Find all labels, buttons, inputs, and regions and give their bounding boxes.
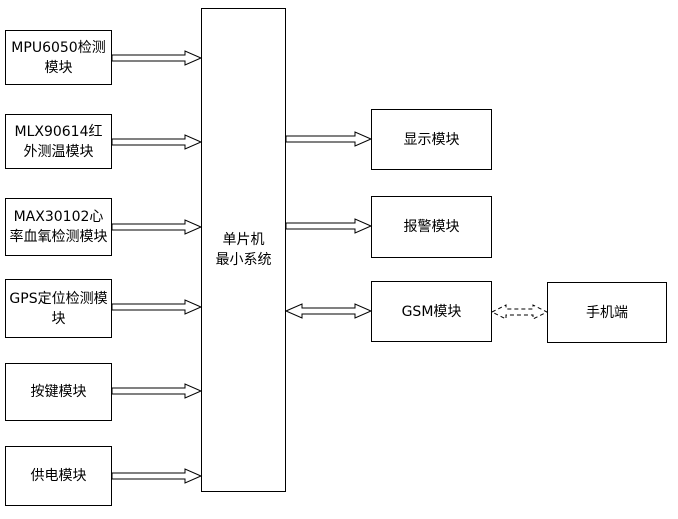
power-module-box: 供电模块: [5, 446, 112, 506]
gps-module-label: GPS定位检测模块: [9, 290, 108, 327]
mcu-minimum-system-label: 单片机 最小系统: [215, 232, 272, 268]
max30102-to-mcu-arrow: [111, 219, 203, 235]
phone-box: 手机端: [547, 282, 667, 343]
display-module-box: 显示模块: [371, 109, 492, 170]
gsm-phone-dashed-arrow: [490, 304, 549, 320]
gsm-module-box: GSM模块: [371, 281, 492, 342]
alarm-module-box: 报警模块: [371, 196, 492, 258]
mlx90614-module-label: MLX90614红外测温模块: [14, 123, 103, 160]
gps-to-mcu-arrow: [111, 299, 203, 315]
phone-label: 手机端: [586, 304, 628, 321]
mpu6050-to-mcu-arrow: [111, 50, 203, 66]
power-module-label: 供电模块: [30, 468, 87, 484]
mpu6050-module-label: MPU6050检测模块: [11, 39, 106, 76]
mlx90614-module-box: MLX90614红外测温模块: [5, 114, 112, 169]
max30102-module-box: MAX30102心率血氧检测模块: [5, 198, 112, 256]
mlx90614-to-mcu-arrow: [111, 134, 203, 150]
gsm-module-label: GSM模块: [401, 303, 462, 320]
mcu-to-display-arrow: [285, 131, 373, 147]
mpu6050-module-box: MPU6050检测模块: [5, 30, 112, 85]
power-to-mcu-arrow: [111, 468, 203, 484]
max30102-module-label: MAX30102心率血氧检测模块: [9, 209, 108, 245]
key-to-mcu-arrow: [111, 383, 203, 399]
key-module-label: 按键模块: [30, 384, 87, 400]
gps-module-box: GPS定位检测模块: [5, 279, 112, 338]
display-module-label: 显示模块: [403, 131, 460, 148]
mcu-to-alarm-arrow: [285, 218, 373, 234]
mcu-gsm-bidirectional-arrow: [284, 303, 373, 319]
key-module-box: 按键模块: [5, 363, 112, 421]
mcu-minimum-system-box: 单片机 最小系统: [201, 8, 286, 492]
alarm-module-label: 报警模块: [403, 219, 460, 235]
